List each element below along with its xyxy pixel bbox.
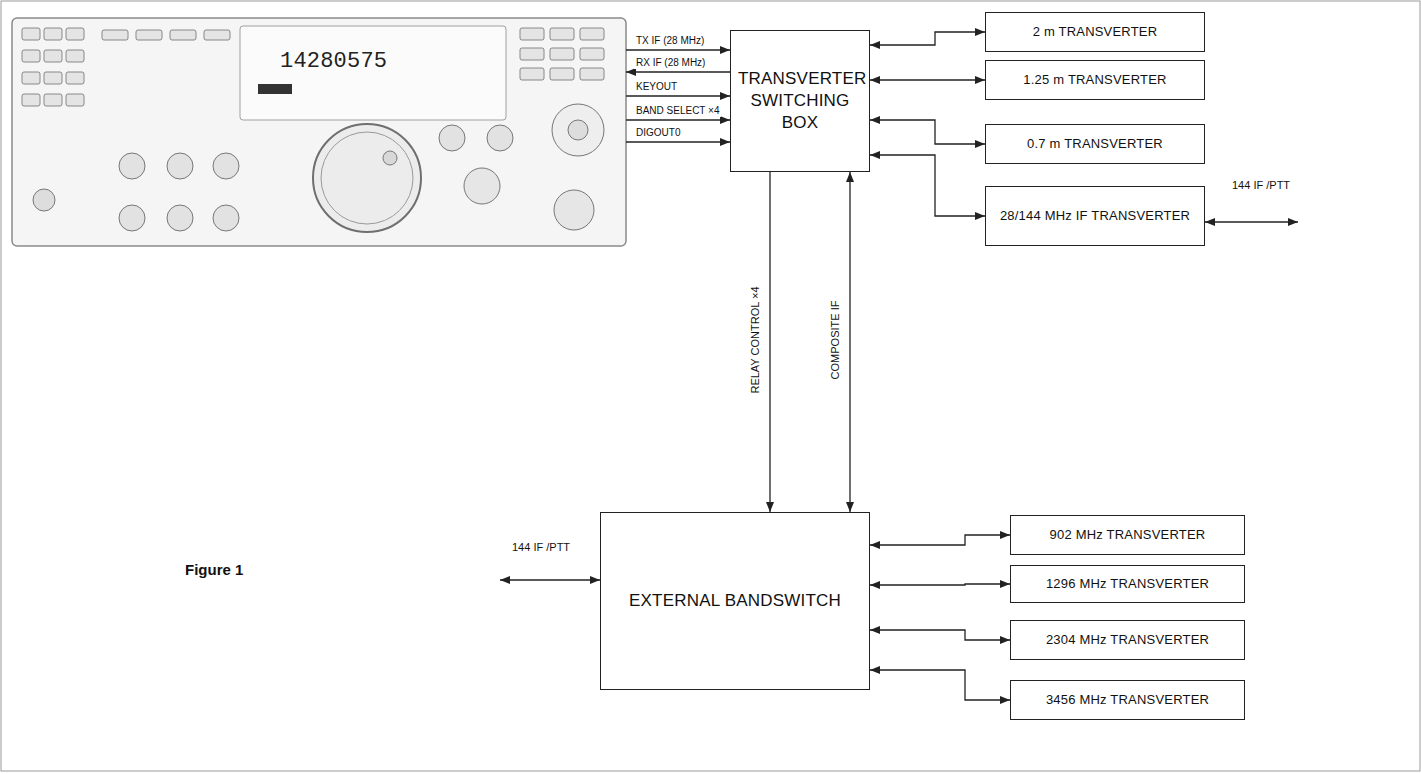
radio-button <box>44 72 62 84</box>
radio-button <box>550 68 574 80</box>
radio-button <box>44 28 62 40</box>
signal-connector <box>849 172 850 512</box>
radio-knob <box>213 153 239 179</box>
box-label: 28/144 MHz IF TRANSVERTER <box>1000 208 1190 224</box>
radio-button <box>44 94 62 106</box>
transverter-box: 902 MHz TRANSVERTER <box>1010 515 1245 555</box>
signal-connector <box>870 630 1010 640</box>
signal-name: RELAY CONTROL ×4 <box>749 284 762 395</box>
signal-connector <box>626 95 730 96</box>
port-label: 144 IF /PTT <box>512 540 574 554</box>
radio-button <box>66 28 84 40</box>
radio-knob <box>487 125 513 151</box>
bandswitch-box: EXTERNAL BANDSWITCH <box>600 512 870 690</box>
box-label: 2304 MHz TRANSVERTER <box>1046 632 1209 648</box>
signal-connector <box>870 535 1010 545</box>
switching-box: TRANSVERTER SWITCHING BOX <box>730 30 870 172</box>
signal-name: DIGOUT0 <box>634 127 682 139</box>
display-frequency: 14280575 <box>280 48 387 76</box>
transverter-box: 0.7 m TRANSVERTER <box>985 124 1205 164</box>
radio-knob <box>213 205 239 231</box>
signal-connector <box>870 670 1010 700</box>
transceiver-illustration <box>12 18 626 246</box>
signal-name: BAND SELECT ×4 <box>634 105 721 117</box>
radio-button <box>550 48 574 60</box>
signal-name: COMPOSITE IF <box>829 299 842 382</box>
box-label: 902 MHz TRANSVERTER <box>1050 527 1206 543</box>
radio-button <box>580 28 604 40</box>
radio-button <box>204 30 230 40</box>
radio-button <box>22 28 40 40</box>
signal-connector <box>769 172 770 512</box>
signal-connector <box>626 141 730 142</box>
radio-knob <box>439 125 465 151</box>
transverter-box: 2 m TRANSVERTER <box>985 12 1205 52</box>
radio-button <box>136 30 162 40</box>
box-label: 1.25 m TRANSVERTER <box>1023 72 1166 88</box>
radio-knob <box>119 205 145 231</box>
signal-connector <box>870 584 1010 585</box>
radio-button <box>22 94 40 106</box>
radio-button <box>66 50 84 62</box>
signal-connector <box>870 79 985 80</box>
radio-button <box>170 30 196 40</box>
transceiver: 14280575 <box>12 18 626 246</box>
radio-button <box>520 48 544 60</box>
box-label: 3456 MHz TRANSVERTER <box>1046 692 1209 708</box>
radio-button <box>22 50 40 62</box>
box-label: 2 m TRANSVERTER <box>1033 24 1158 40</box>
figure-caption: Figure 1 <box>185 560 305 580</box>
radio-button <box>550 28 574 40</box>
radio-button <box>66 72 84 84</box>
signal-name: KEYOUT <box>634 81 679 93</box>
transverter-box: 1.25 m TRANSVERTER <box>985 60 1205 100</box>
radio-button <box>66 94 84 106</box>
signal-name: RX IF (28 MHz) <box>634 57 707 69</box>
signal-connector <box>626 119 730 120</box>
if-ptt-wire <box>1205 221 1298 222</box>
if-ptt-wire <box>500 579 600 580</box>
signal-connector <box>626 71 730 72</box>
radio-button <box>580 48 604 60</box>
radio-button <box>22 72 40 84</box>
transverter-box: 1296 MHz TRANSVERTER <box>1010 565 1245 603</box>
transverter-box: 3456 MHz TRANSVERTER <box>1010 680 1245 720</box>
signal-connector <box>870 120 985 144</box>
radio-button <box>44 50 62 62</box>
signal-connector <box>626 49 730 50</box>
radio-button <box>102 30 128 40</box>
radio-knob <box>167 205 193 231</box>
box-label: EXTERNAL BANDSWITCH <box>629 590 841 612</box>
signal-connector <box>870 32 985 45</box>
transverter-box: 28/144 MHz IF TRANSVERTER <box>985 186 1205 246</box>
port-label: 144 IF /PTT <box>1232 178 1294 192</box>
radio-button <box>520 28 544 40</box>
radio-button <box>520 68 544 80</box>
signal-name: TX IF (28 MHz) <box>634 35 706 47</box>
transverter-box: 2304 MHz TRANSVERTER <box>1010 620 1245 660</box>
box-label: 1296 MHz TRANSVERTER <box>1046 576 1209 592</box>
signal-connector <box>870 155 985 216</box>
radio-button <box>580 68 604 80</box>
radio-knob <box>167 153 193 179</box>
radio-knob <box>119 153 145 179</box>
box-label: TRANSVERTER SWITCHING BOX <box>738 68 862 134</box>
box-label: 0.7 m TRANSVERTER <box>1027 136 1163 152</box>
